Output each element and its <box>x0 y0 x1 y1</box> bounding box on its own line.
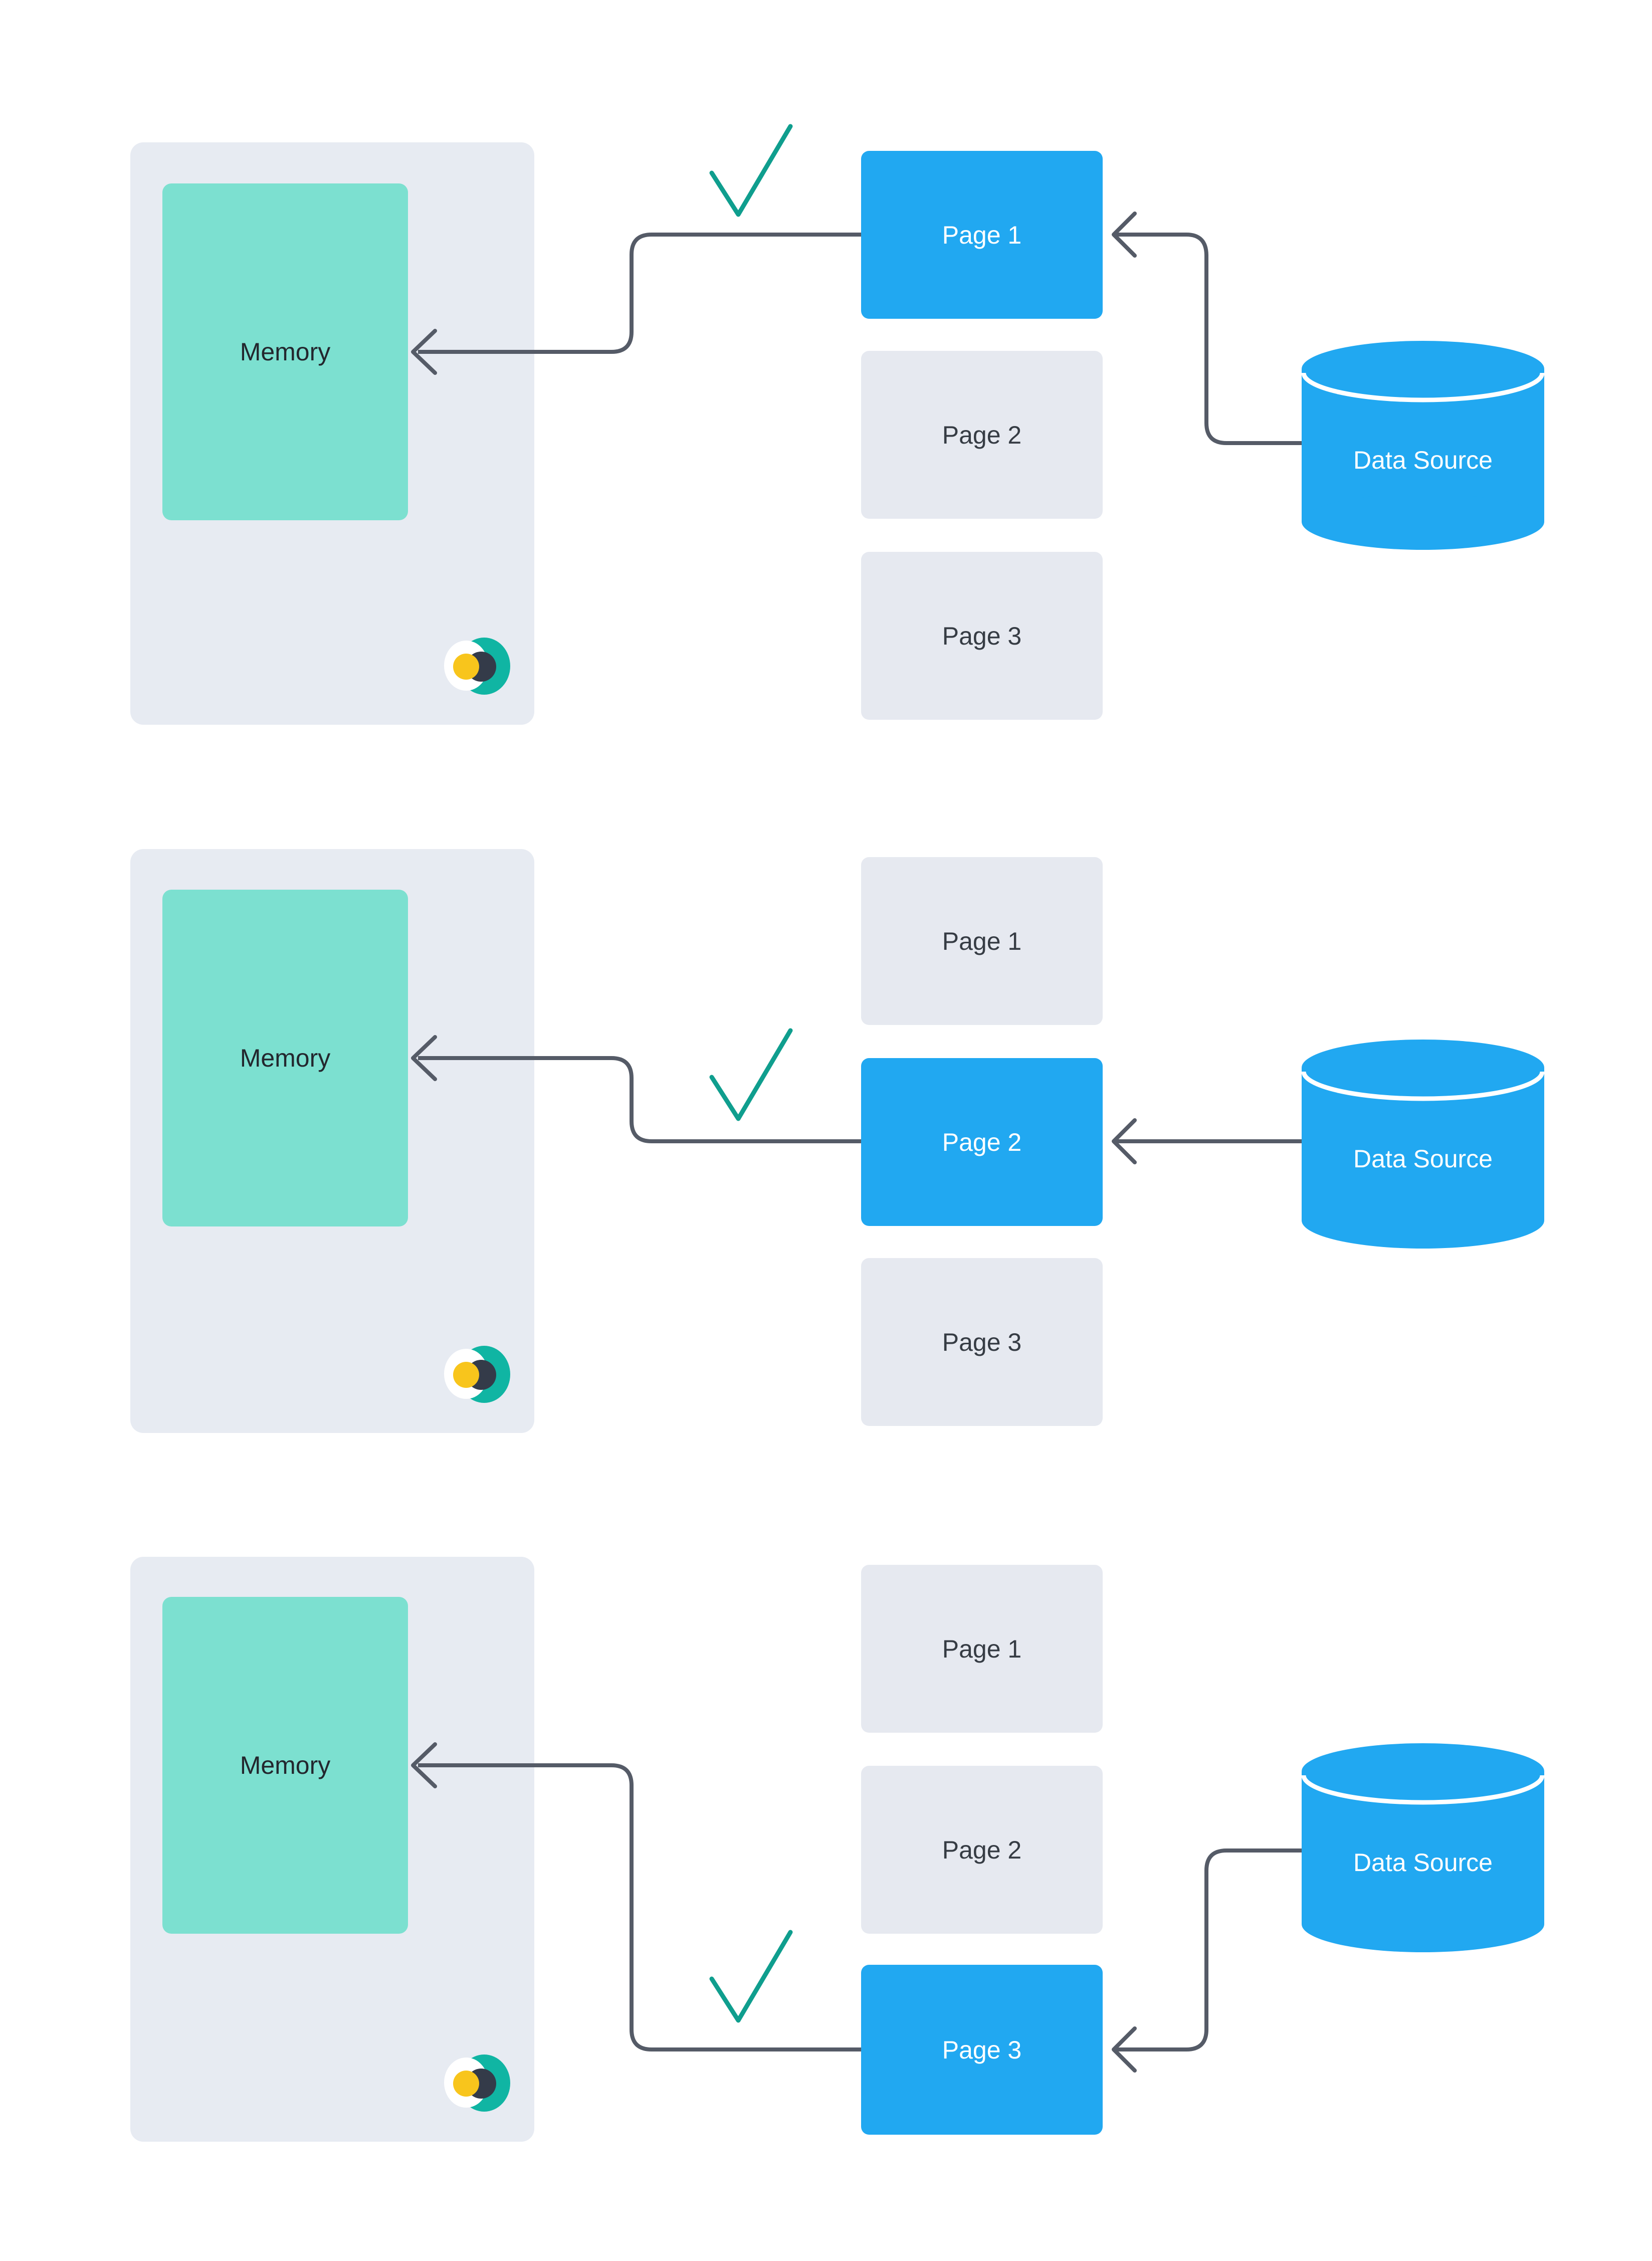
datasource-label: Data Source <box>1353 446 1493 474</box>
checkmark-icon <box>709 1028 793 1121</box>
page-label: Page 2 <box>942 1128 1022 1156</box>
memory-label: Memory <box>240 1751 331 1779</box>
crescent-eclipse-logo-icon <box>444 1345 510 1405</box>
crescent-eclipse-logo-icon <box>444 637 510 697</box>
memory-panel-2: Memory <box>130 849 534 1433</box>
logo-yellow-circle <box>453 2071 479 2097</box>
page-label: Page 3 <box>942 2035 1022 2064</box>
page-box-3-2: Page 2 <box>861 1766 1103 1934</box>
crescent-eclipse-logo-icon <box>444 2053 510 2114</box>
datasource-label: Data Source <box>1353 1144 1493 1173</box>
memory-box-3: Memory <box>162 1597 408 1934</box>
database-cylinder-icon <box>1302 1040 1544 1249</box>
page-label: Page 1 <box>942 221 1022 249</box>
page-box-1-3: Page 3 <box>861 552 1103 720</box>
page-box-2-2: Page 2 <box>861 1058 1103 1226</box>
page-box-2-1: Page 1 <box>861 857 1103 1025</box>
page-box-1-1: Page 1 <box>861 151 1103 319</box>
database-cylinder-icon <box>1302 341 1544 550</box>
datasource-cylinder-1: Data Source <box>1302 340 1544 551</box>
checkmark-icon <box>709 124 793 217</box>
datasource-cylinder-3: Data Source <box>1302 1742 1544 1953</box>
memory-box-2: Memory <box>162 890 408 1226</box>
checkmark-icon <box>709 1930 793 2023</box>
memory-panel-1: Memory <box>130 142 534 725</box>
page-label: Page 3 <box>942 1328 1022 1356</box>
connector-datasource-to-page1 <box>1116 233 1302 445</box>
logo-yellow-circle <box>453 1362 479 1388</box>
datasource-label: Data Source <box>1353 1848 1493 1877</box>
arrow-left-icon <box>1112 1118 1137 1164</box>
connector-datasource-to-page3 <box>1116 1848 1302 2051</box>
memory-box-1: Memory <box>162 183 408 520</box>
memory-label: Memory <box>240 338 331 366</box>
page-label: Page 1 <box>942 927 1022 955</box>
page-label: Page 2 <box>942 421 1022 449</box>
page-label: Page 2 <box>942 1835 1022 1864</box>
database-cylinder-icon <box>1302 1743 1544 1952</box>
page-label: Page 3 <box>942 622 1022 650</box>
arrow-left-icon <box>1112 212 1137 258</box>
datasource-cylinder-2: Data Source <box>1302 1039 1544 1250</box>
page-box-3-1: Page 1 <box>861 1565 1103 1733</box>
arrow-left-icon <box>1112 2026 1137 2073</box>
page-label: Page 1 <box>942 1634 1022 1663</box>
page-box-1-2: Page 2 <box>861 351 1103 519</box>
logo-yellow-circle <box>453 654 479 680</box>
memory-label: Memory <box>240 1044 331 1072</box>
memory-panel-3: Memory <box>130 1557 534 2142</box>
page-box-3-3: Page 3 <box>861 1965 1103 2135</box>
page-box-2-3: Page 3 <box>861 1258 1103 1426</box>
